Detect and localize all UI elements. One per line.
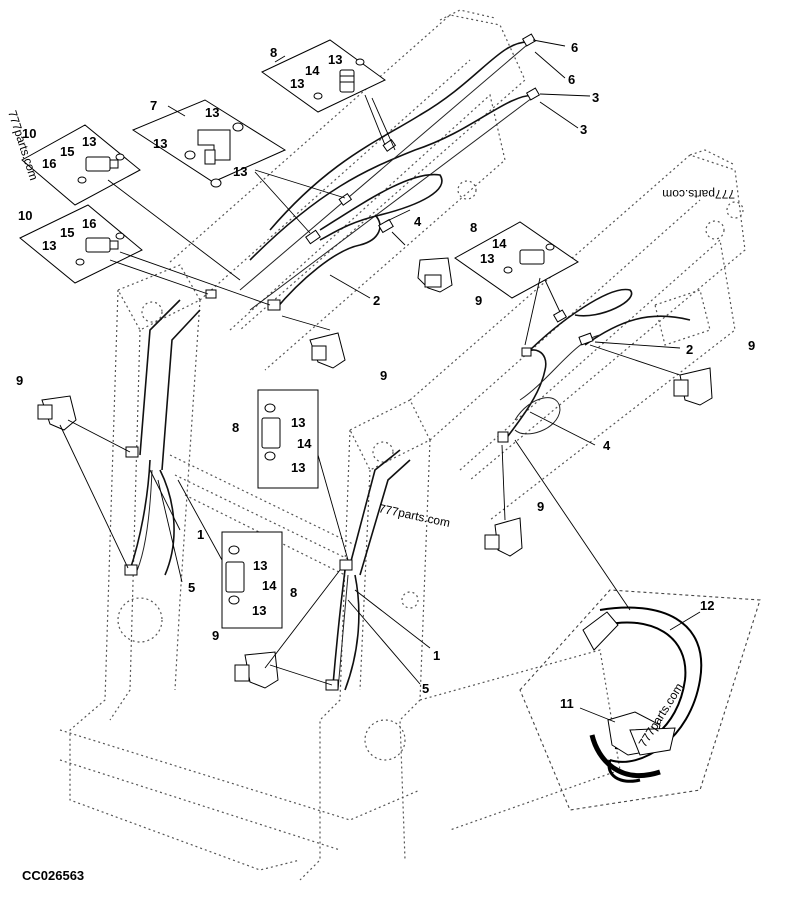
callout-9-left-upper: 9: [380, 368, 387, 383]
callout-9-far-left: 9: [16, 373, 23, 388]
callout-numbers: 6 6 3 3 8 13 14 13 7 13 13 13 10 13 15 1…: [16, 40, 755, 711]
callout-13-box7-b: 13: [153, 136, 167, 151]
callout-13-box10-top: 13: [82, 134, 96, 149]
callout-8-right: 8: [470, 220, 477, 235]
callout-9-right: 9: [748, 338, 755, 353]
callout-2-left: 2: [373, 293, 380, 308]
callout-11: 11: [560, 696, 574, 711]
callout-14-middle: 14: [297, 436, 312, 451]
callout-10-top: 10: [22, 126, 36, 141]
inset-box-item-10-top: [21, 124, 141, 206]
callout-13-box10-bottom: 13: [42, 238, 56, 253]
drawing-code: CC026563: [22, 868, 84, 883]
callout-15-bottom: 15: [60, 225, 74, 240]
callout-13-right: 13: [480, 251, 494, 266]
callout-3-lower: 3: [580, 122, 587, 137]
callout-6-upper: 6: [571, 40, 578, 55]
callout-8-top: 8: [270, 45, 277, 60]
callout-13-lower-b: 13: [252, 603, 266, 618]
callout-9-center: 9: [537, 499, 544, 514]
inset-box-item-8-top: [261, 39, 386, 113]
callout-13-middle-b: 13: [291, 460, 305, 475]
strap-clamp-detail: [519, 589, 761, 811]
inset-box-item-8-right: [454, 221, 579, 299]
callout-1-left: 1: [197, 527, 204, 542]
callout-3-upper: 3: [592, 90, 599, 105]
callout-8-lower: 8: [290, 585, 297, 600]
callout-13-box7-c: 13: [233, 164, 247, 179]
callout-15-top: 15: [60, 144, 74, 159]
callout-13-middle-a: 13: [291, 415, 305, 430]
callout-6-lower: 6: [568, 72, 575, 87]
callout-7: 7: [150, 98, 157, 113]
callout-13-box7-a: 13: [205, 105, 219, 120]
callout-5-right: 5: [422, 681, 429, 696]
callout-14-right: 14: [492, 236, 507, 251]
callout-5-left: 5: [188, 580, 195, 595]
leader-lines: [59, 39, 701, 723]
loader-frame-outline: [59, 9, 746, 881]
watermark-right-arm: 777parts.com: [662, 187, 735, 201]
inset-box-item-10-bottom: [19, 204, 143, 284]
watermark-left: 777parts.com: [5, 109, 41, 182]
inset-box-item-7: [131, 99, 287, 188]
callout-9-left-arm: 9: [475, 293, 482, 308]
inset-box-item-8-lower: [221, 531, 283, 629]
callout-14-top: 14: [305, 63, 320, 78]
inset-box-item-8-middle: [257, 389, 319, 489]
callout-16-top: 16: [42, 156, 56, 171]
callout-14-lower: 14: [262, 578, 277, 593]
callout-16-bottom: 16: [82, 216, 96, 231]
callout-9-lower-left: 9: [212, 628, 219, 643]
callout-1-right: 1: [433, 648, 440, 663]
callout-10-bottom: 10: [18, 208, 32, 223]
elbow-fitting-item-9: [37, 257, 713, 689]
callout-13-top-b: 13: [290, 76, 304, 91]
callout-8-middle: 8: [232, 420, 239, 435]
callout-4-left: 4: [414, 214, 422, 229]
watermarks: 777parts.com 777parts.com 777parts.com 7…: [5, 109, 735, 750]
callout-12: 12: [700, 598, 714, 613]
callout-13-top-a: 13: [328, 52, 342, 67]
callout-2-right: 2: [686, 342, 693, 357]
callout-4-right: 4: [603, 438, 611, 453]
watermark-center: 777parts.com: [377, 501, 451, 530]
callout-13-lower-a: 13: [253, 558, 267, 573]
